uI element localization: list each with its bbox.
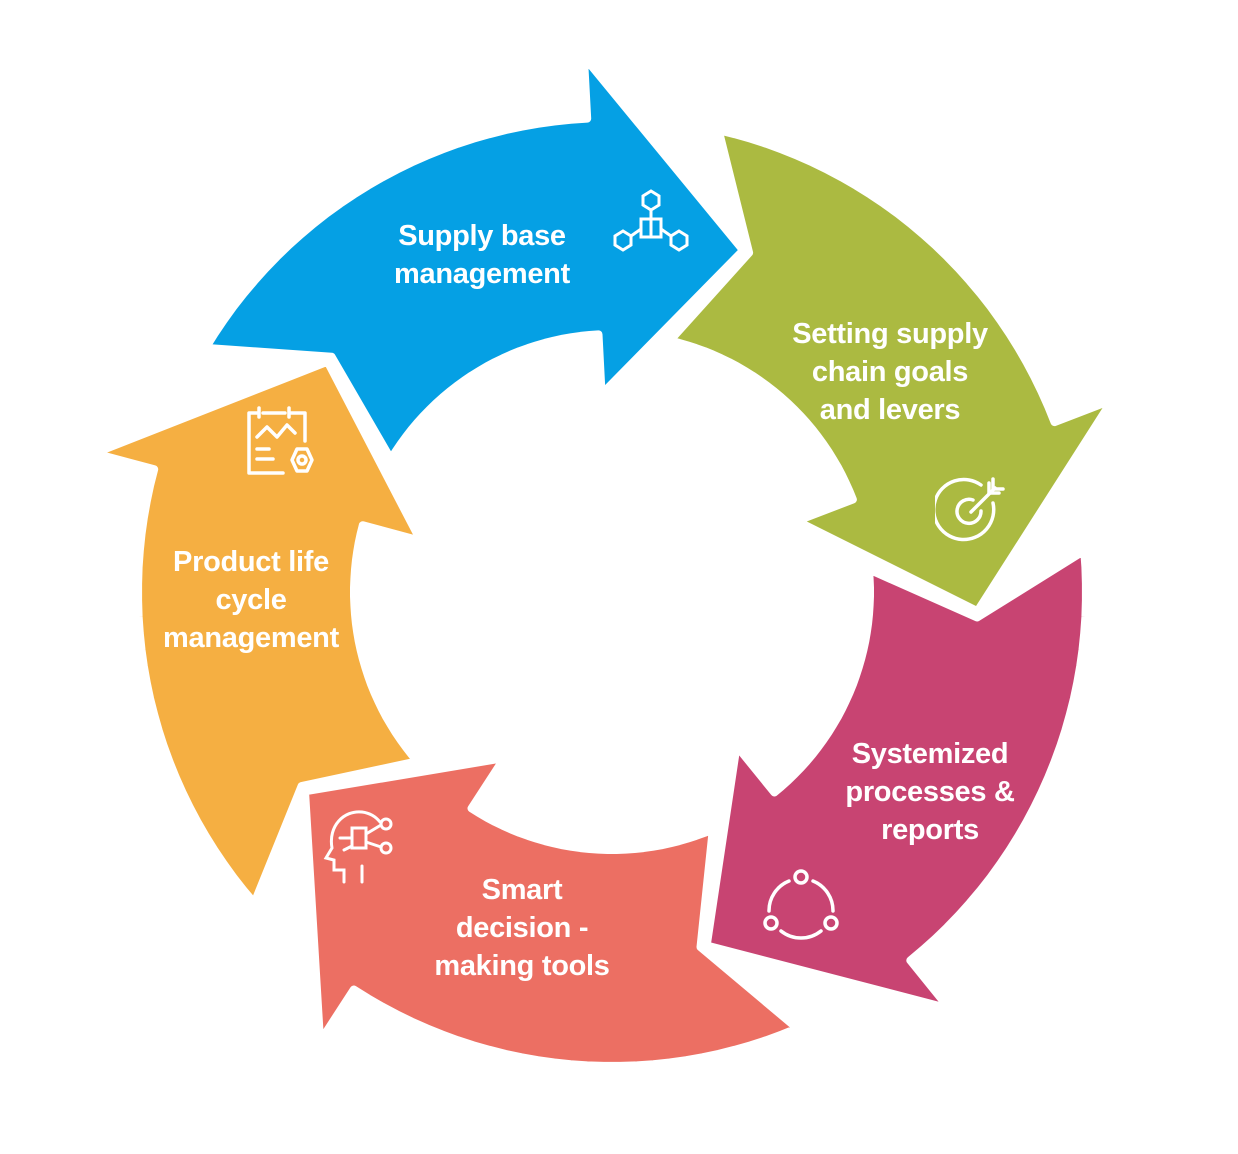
step-label-supply-base: Supply base management: [394, 220, 570, 290]
arrow-supply-base: [201, 52, 748, 464]
step-label-systemized-processes: Systemized processes & reports: [845, 738, 1015, 846]
clipboard-gear-icon: [247, 406, 314, 475]
arrow-smart-decision: [301, 754, 802, 1070]
hexagon-network-icon: [613, 189, 689, 252]
step-label-smart-decision: Smart decision - making tools: [434, 874, 610, 982]
step-label-product-lifecycle: Product life cycle management: [163, 546, 339, 654]
step-label-goals-levers: Setting supply chain goals and levers: [792, 318, 988, 426]
target-arrow-icon: [935, 477, 1005, 542]
arrow-goals-levers: [666, 126, 1117, 616]
cycle-nodes-icon: [763, 869, 839, 940]
ai-head-icon: [323, 810, 393, 884]
arrow-product-lifecycle: [90, 357, 425, 907]
arrow-systemized-processes: [702, 546, 1090, 1013]
